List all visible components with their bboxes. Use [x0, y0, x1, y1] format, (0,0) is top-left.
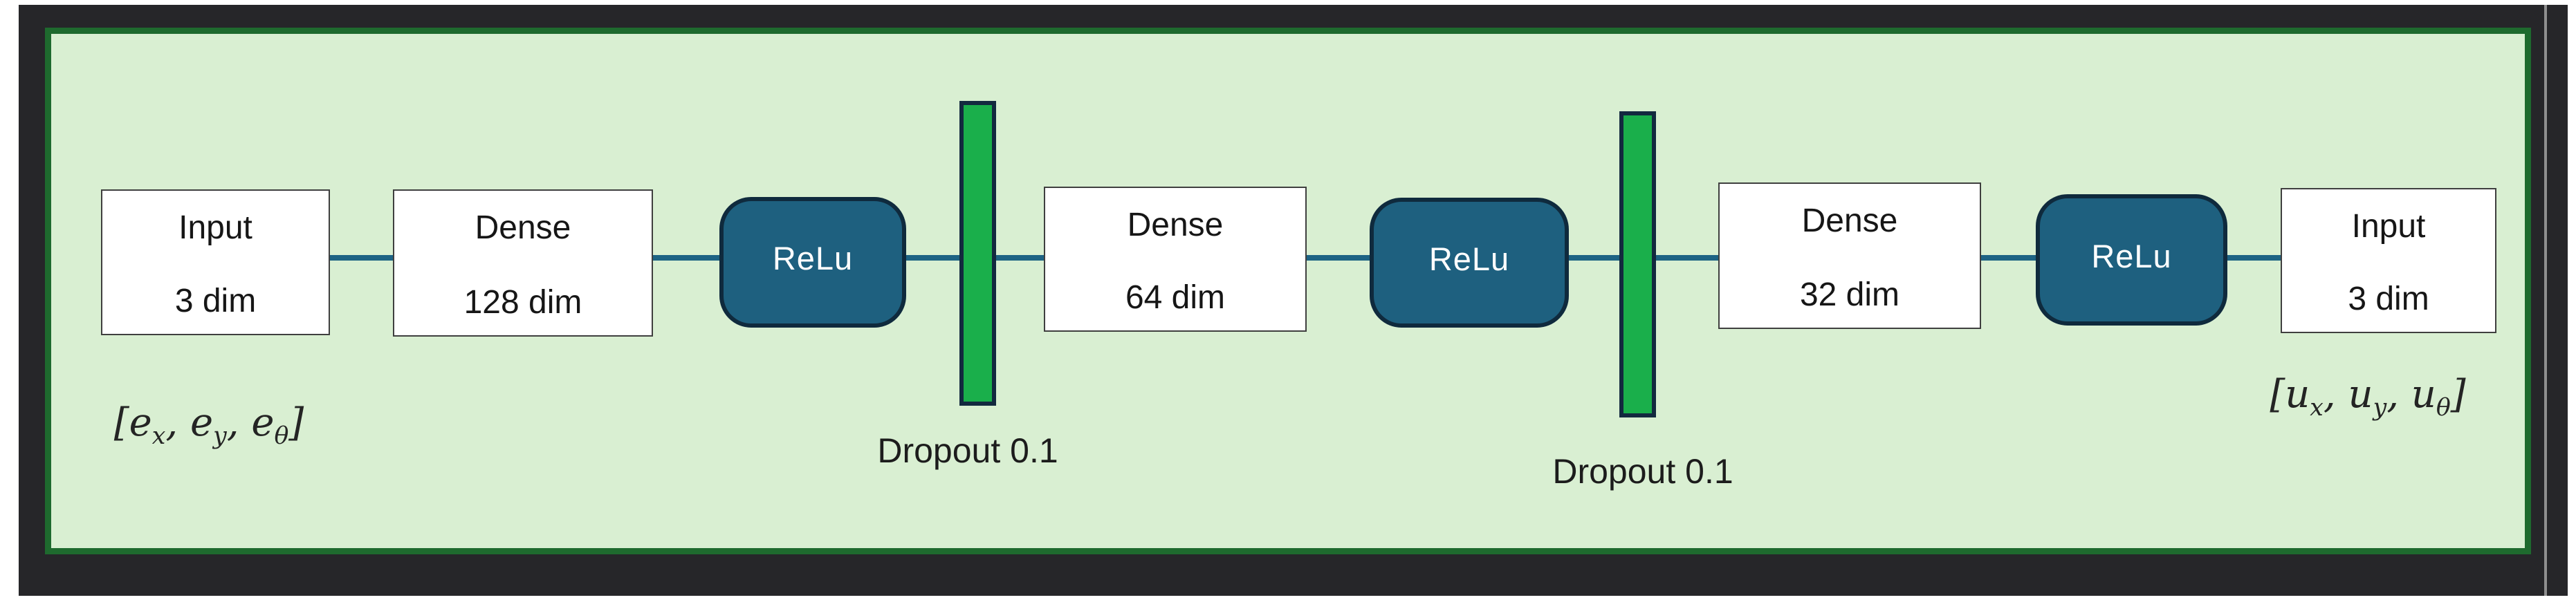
relu-label: ReLu — [2091, 237, 2172, 274]
layer-dims: 3 dim — [174, 282, 257, 319]
dropout-label-2: Dropout 0.1 — [1552, 452, 1733, 491]
window-edge-line — [2544, 5, 2547, 596]
layer-dims: 3 dim — [2348, 280, 2429, 317]
layer-name: Dense — [1801, 203, 1898, 239]
relu-box-2: ReLu — [1370, 198, 1569, 328]
layer-box-dense-32: Dense 32 dim — [1718, 182, 1981, 329]
connector-input1-dense128 — [330, 255, 393, 261]
connector-dense32-relu3 — [1981, 255, 2036, 261]
layer-name: Input — [2351, 208, 2426, 245]
layer-name: Dense — [1127, 207, 1224, 243]
layer-dims: 32 dim — [1799, 276, 1900, 313]
layer-name: Input — [178, 209, 252, 246]
relu-label: ReLu — [772, 240, 854, 276]
layer-box-input-right: Input 3 dim — [2281, 188, 2496, 333]
dropout-bar-1 — [959, 101, 996, 406]
connector-dropout2-dense32 — [1656, 255, 1718, 261]
layer-box-dense-64: Dense 64 dim — [1044, 187, 1307, 332]
connector-relu3-input2 — [2227, 255, 2281, 261]
connector-dense128-relu1 — [653, 255, 719, 261]
layer-box-dense-128: Dense 128 dim — [393, 189, 653, 337]
connector-relu1-dropout1 — [906, 255, 959, 261]
relu-label: ReLu — [1428, 240, 1510, 277]
layer-box-input-left: Input 3 dim — [101, 189, 330, 335]
output-vector-label: [ux, uy, uθ] — [2270, 371, 2466, 422]
connector-dropout1-dense64 — [996, 255, 1044, 261]
dropout-bar-2 — [1619, 111, 1656, 417]
connector-relu2-dropout2 — [1569, 255, 1619, 261]
connector-dense64-relu2 — [1307, 255, 1370, 261]
relu-box-3: ReLu — [2036, 194, 2227, 326]
network-diagram-panel: Input 3 dim Dense 128 dim Dense 64 dim D… — [45, 28, 2531, 554]
layer-dims: 128 dim — [463, 283, 582, 321]
layer-dims: 64 dim — [1125, 279, 1226, 316]
relu-box-1: ReLu — [719, 197, 906, 328]
input-vector-label: [ex, ey, eθ] — [113, 400, 304, 451]
dropout-label-1: Dropout 0.1 — [877, 431, 1058, 470]
layer-name: Dense — [475, 209, 571, 246]
